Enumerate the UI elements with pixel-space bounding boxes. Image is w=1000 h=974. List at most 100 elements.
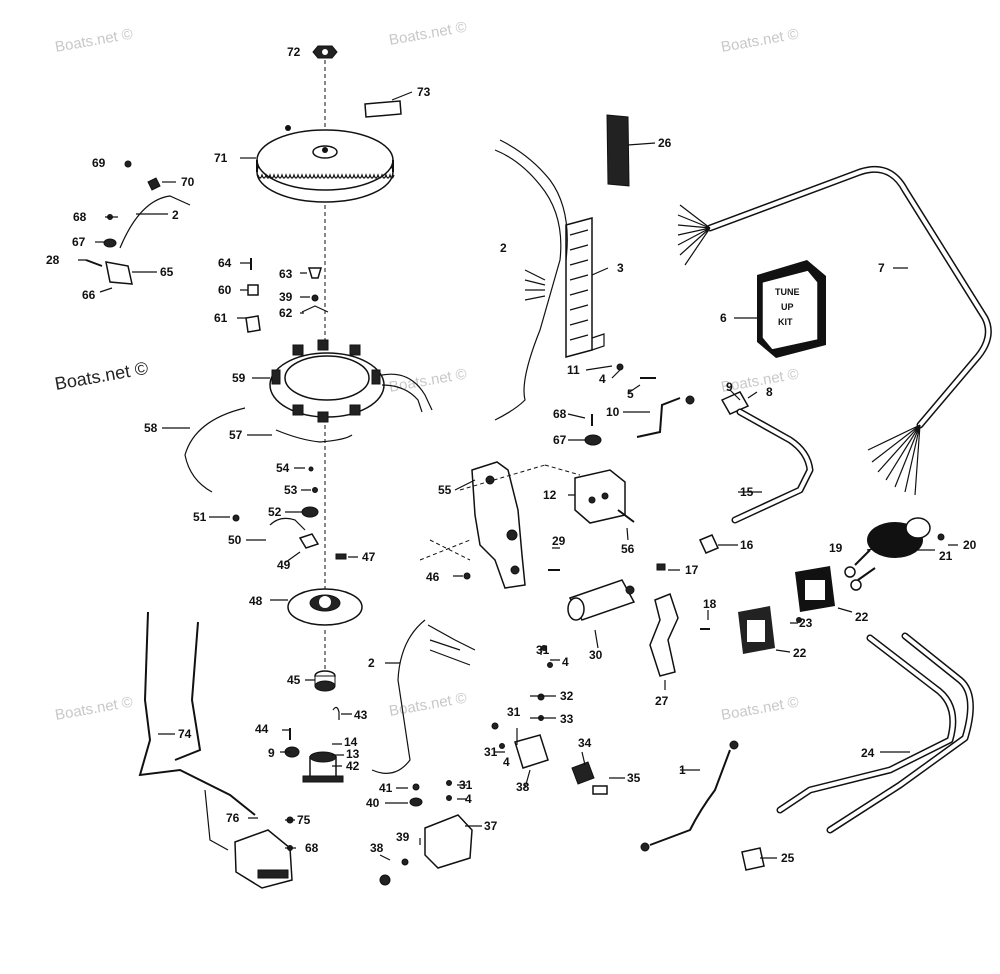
- callout-66: 66: [82, 288, 96, 302]
- callout-22b: 22: [793, 646, 807, 660]
- callout-68b: 68: [553, 407, 567, 421]
- ignition-module-part: [574, 469, 635, 524]
- relay-part: [284, 728, 344, 783]
- callout-45: 45: [287, 673, 301, 687]
- callout-17: 17: [685, 563, 699, 577]
- callout-42: 42: [346, 759, 360, 773]
- terminal-hardware-group: [85, 160, 191, 285]
- callout-35: 35: [627, 771, 641, 785]
- callout-28: 28: [46, 253, 60, 267]
- callout-38: 38: [516, 780, 530, 794]
- callout-49: 49: [277, 558, 291, 572]
- flywheel-part: [256, 125, 395, 203]
- callout-74: 74: [178, 727, 192, 741]
- spark-plug-lead-group: [636, 391, 814, 524]
- callout-5: 5: [627, 387, 634, 401]
- callout-47: 47: [362, 550, 376, 564]
- ground-cable-part: [640, 740, 739, 852]
- callout-41: 41: [379, 781, 393, 795]
- callout-58: 58: [144, 421, 158, 435]
- callout-labels: 72 73 26 71 69 70 68 2 67 28 65 66 64 63…: [46, 45, 977, 865]
- lower-wire-harness-part: [371, 619, 476, 774]
- callout-10: 10: [606, 405, 620, 419]
- watermark: Boats.net ©: [720, 694, 800, 724]
- kit-label-line-1: TUNE: [775, 287, 800, 297]
- callout-4: 4: [599, 372, 606, 386]
- callout-2: 2: [172, 208, 179, 222]
- callout-13: 13: [346, 747, 360, 761]
- callout-68: 68: [73, 210, 87, 224]
- decal-part: [364, 100, 402, 118]
- callout-4b: 4: [562, 655, 569, 669]
- callout-12: 12: [543, 488, 557, 502]
- callout-55: 55: [438, 483, 452, 497]
- callout-68c: 68: [305, 841, 319, 855]
- callout-20: 20: [963, 538, 977, 552]
- callout-4d: 4: [465, 792, 472, 806]
- callout-4c: 4: [503, 755, 510, 769]
- watermark-layer: Boats.net © Boats.net © Boats.net © Boat…: [53, 19, 800, 724]
- callout-53: 53: [284, 483, 298, 497]
- callout-64: 64: [218, 256, 232, 270]
- callout-67: 67: [72, 235, 86, 249]
- callout-31c: 31: [484, 745, 498, 759]
- cable-clamp-part: [741, 847, 765, 871]
- stator-part: [269, 339, 433, 423]
- callout-57: 57: [229, 428, 243, 442]
- callout-76: 76: [226, 811, 240, 825]
- ignition-coil-part: [567, 579, 636, 621]
- callout-6: 6: [720, 311, 727, 325]
- callout-2b: 2: [500, 241, 507, 255]
- callout-60: 60: [218, 283, 232, 297]
- callout-43: 43: [354, 708, 368, 722]
- wire-harness-part: [494, 139, 568, 421]
- callout-63: 63: [279, 267, 293, 281]
- watermark: Boats.net ©: [388, 19, 468, 49]
- callout-14: 14: [344, 735, 358, 749]
- callout-33: 33: [560, 712, 574, 726]
- callout-62: 62: [279, 306, 293, 320]
- collar-part: [314, 670, 336, 692]
- coil-strap-part: [649, 593, 679, 677]
- callout-21: 21: [939, 549, 953, 563]
- callout-40: 40: [366, 796, 380, 810]
- callout-59: 59: [232, 371, 246, 385]
- callout-50: 50: [228, 533, 242, 547]
- terminal-block-part: [565, 217, 605, 358]
- relay-bracket-part: [514, 734, 608, 795]
- callout-37: 37: [484, 819, 498, 833]
- callout-11: 11: [567, 363, 580, 377]
- callout-30: 30: [589, 648, 603, 662]
- callout-72: 72: [287, 45, 301, 59]
- callout-46: 46: [426, 570, 440, 584]
- callout-7: 7: [878, 261, 885, 275]
- trigger-plate-part: [287, 588, 363, 626]
- callout-65: 65: [160, 265, 174, 279]
- callout-8: 8: [766, 385, 773, 399]
- callout-1: 1: [679, 763, 686, 777]
- instruction-sheet-part: [606, 114, 630, 187]
- callout-19: 19: [829, 541, 843, 555]
- stator-hardware-group: [245, 258, 329, 333]
- watermark: Boats.net ©: [720, 26, 800, 56]
- callout-18: 18: [703, 597, 717, 611]
- callout-75: 75: [297, 813, 311, 827]
- callout-52: 52: [268, 505, 282, 519]
- fastener-group: [286, 363, 945, 851]
- solenoid-part: [234, 829, 293, 889]
- battery-cable-part: [776, 632, 974, 834]
- callout-69: 69: [92, 156, 106, 170]
- callout-73: 73: [417, 85, 431, 99]
- callout-70: 70: [181, 175, 195, 189]
- kit-label-line-3: KIT: [778, 317, 793, 327]
- callout-9: 9: [726, 380, 733, 394]
- tune-up-kit-part: TUNE UP KIT: [757, 260, 826, 358]
- callout-2c: 2: [368, 656, 375, 670]
- watermark: Boats.net ©: [54, 26, 134, 56]
- callout-9b: 9: [268, 746, 275, 760]
- callout-32: 32: [560, 689, 574, 703]
- main-harness-part: [677, 165, 992, 496]
- callout-31d: 31: [459, 778, 473, 792]
- callout-31: 31: [536, 643, 550, 657]
